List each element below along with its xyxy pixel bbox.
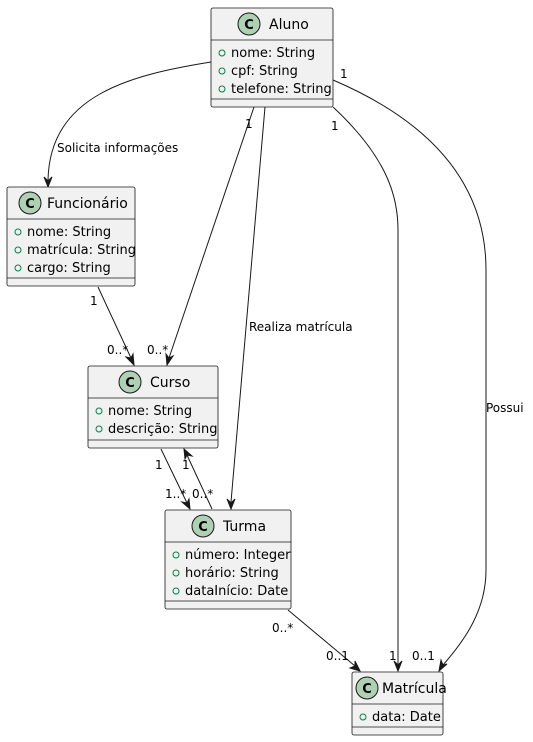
mult-aluno-matricula-b-source: 1 bbox=[340, 67, 348, 81]
class-funcionario[interactable]: C Funcionário nome: String matrícula: St… bbox=[6, 186, 136, 287]
mult-aluno-curso-target: 0..* bbox=[147, 343, 168, 357]
mult-curso-turma-target: 1..* bbox=[165, 487, 186, 501]
public-visibility-icon bbox=[218, 49, 226, 57]
relation-aluno-matricula-a: 1 1 bbox=[331, 106, 403, 673]
public-visibility-icon bbox=[14, 228, 22, 236]
class-name: Aluno bbox=[269, 17, 309, 33]
class-icon-letter: C bbox=[244, 18, 254, 33]
relation-turma-matricula: 0..* 0..1 bbox=[272, 609, 361, 672]
class-icon-letter: C bbox=[198, 520, 208, 535]
relation-aluno-matricula-b: 1 Possui 0..1 bbox=[332, 67, 524, 673]
class-turma[interactable]: C Turma número: Integer horário: String … bbox=[164, 509, 292, 610]
relation-aluno-curso: 1 0..* bbox=[147, 106, 255, 367]
class-name: Matrícula bbox=[382, 681, 447, 697]
public-visibility-icon bbox=[14, 264, 22, 272]
mult-funcionario-curso-source: 1 bbox=[90, 294, 98, 308]
mult-turma-matricula-source: 0..* bbox=[272, 621, 293, 635]
attribute: horário: String bbox=[185, 566, 279, 581]
class-icon bbox=[237, 12, 261, 36]
public-visibility-icon bbox=[218, 67, 226, 75]
mult-aluno-matricula-b-target: 0..1 bbox=[412, 649, 435, 663]
relation-funcionario-curso: 1 0..* bbox=[90, 286, 135, 367]
attribute: nome: String bbox=[231, 46, 315, 61]
relation-turma-curso: 0..* 1 bbox=[182, 447, 213, 510]
mult-aluno-matricula-a-target: 1 bbox=[389, 649, 397, 663]
mult-turma-curso-target: 1 bbox=[182, 458, 190, 472]
class-curso[interactable]: C Curso nome: String descrição: String bbox=[87, 365, 219, 449]
class-icon bbox=[18, 191, 42, 215]
class-name: Turma bbox=[222, 519, 266, 535]
public-visibility-icon bbox=[359, 713, 367, 721]
public-visibility-icon bbox=[14, 246, 22, 254]
class-icon-letter: C bbox=[125, 376, 135, 391]
class-icon bbox=[118, 370, 142, 394]
mult-curso-turma-source: 1 bbox=[155, 458, 163, 472]
public-visibility-icon bbox=[172, 587, 180, 595]
mult-funcionario-curso-target: 0..* bbox=[107, 343, 128, 357]
public-visibility-icon bbox=[218, 85, 226, 93]
attribute: cargo: String bbox=[27, 261, 111, 276]
label-possui: Possui bbox=[486, 401, 524, 415]
attribute: nome: String bbox=[108, 404, 192, 419]
class-icon-letter: C bbox=[362, 682, 372, 697]
public-visibility-icon bbox=[172, 551, 180, 559]
class-icon-letter: C bbox=[25, 197, 35, 212]
class-aluno[interactable]: C Aluno nome: String cpf: String telefon… bbox=[210, 7, 334, 108]
mult-turma-matricula-target: 0..1 bbox=[326, 649, 349, 663]
relation-aluno-funcionario: Solicita informações bbox=[43, 61, 212, 189]
attribute: data: Date bbox=[372, 710, 441, 725]
mult-aluno-matricula-a-source: 1 bbox=[331, 119, 339, 133]
class-icon bbox=[355, 676, 379, 700]
attribute: cpf: String bbox=[231, 64, 298, 79]
mult-turma-curso-source: 0..* bbox=[192, 487, 213, 501]
class-icon bbox=[191, 514, 215, 538]
public-visibility-icon bbox=[95, 407, 103, 415]
public-visibility-icon bbox=[172, 569, 180, 577]
relation-curso-turma: 1 1..* bbox=[155, 448, 191, 511]
relation-aluno-turma: Realiza matrícula bbox=[226, 106, 353, 511]
attribute: número: Integer bbox=[185, 548, 291, 563]
attribute: nome: String bbox=[27, 225, 111, 240]
attribute: descrição: String bbox=[108, 422, 218, 437]
class-name: Funcionário bbox=[47, 196, 128, 212]
attribute: telefone: String bbox=[231, 82, 332, 97]
class-matricula[interactable]: C Matrícula data: Date bbox=[351, 671, 447, 736]
attribute: dataInício: Date bbox=[185, 584, 288, 599]
mult-aluno-curso-source: 1 bbox=[245, 117, 253, 131]
public-visibility-icon bbox=[95, 425, 103, 433]
label-solicita-informacoes: Solicita informações bbox=[57, 141, 178, 155]
attribute: matrícula: String bbox=[27, 243, 136, 258]
label-realiza-matricula: Realiza matrícula bbox=[249, 320, 353, 334]
class-name: Curso bbox=[150, 375, 190, 391]
